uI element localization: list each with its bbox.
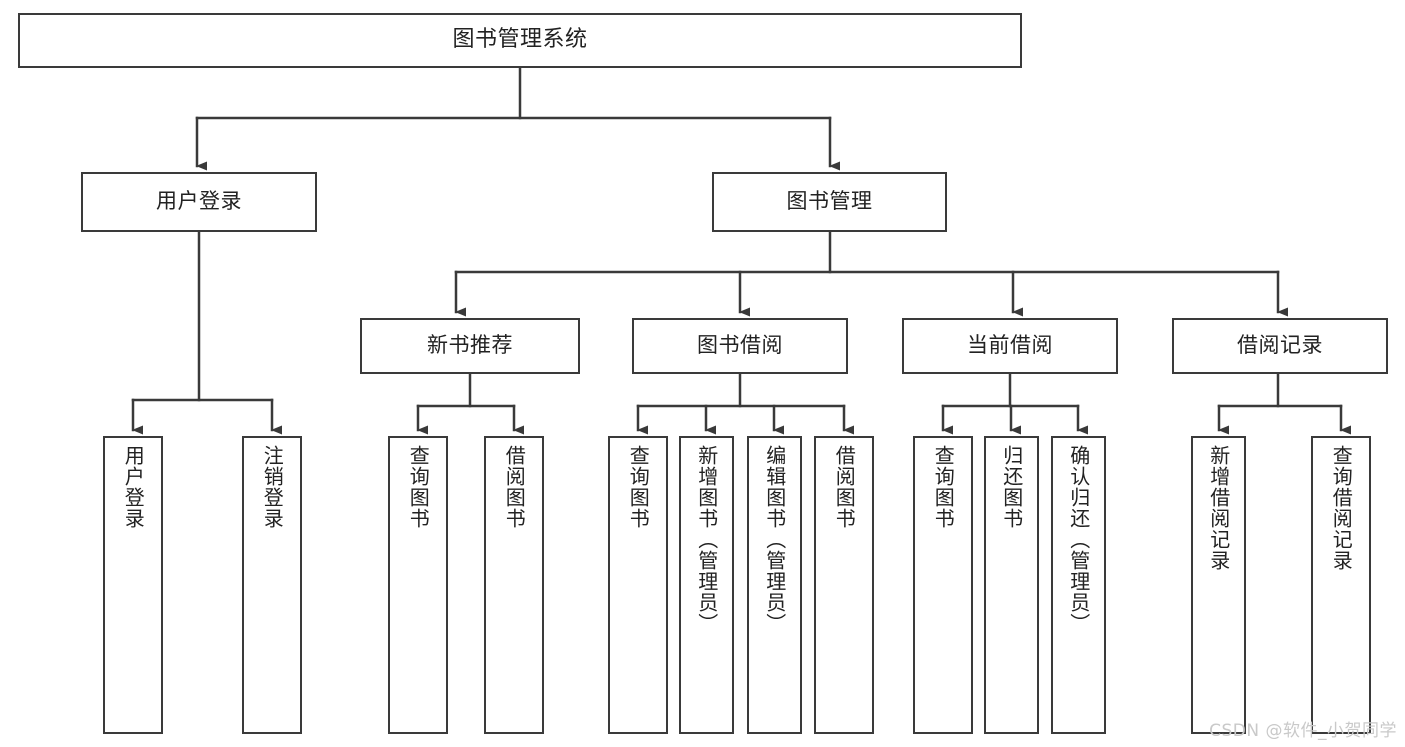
leaf-node-borrow-book-recommend[interactable]: 借阅图书 [484, 436, 544, 734]
node-label: 查询图书 [931, 445, 956, 529]
node-label: 新书推荐 [427, 333, 513, 358]
node-label: 用户登录 [156, 189, 242, 214]
node-book-management[interactable]: 图书管理 [712, 172, 947, 232]
node-label: 编辑图书（管理员） [762, 445, 787, 634]
node-label: 借阅记录 [1237, 333, 1323, 358]
node-label: 新增借阅记录 [1206, 445, 1231, 571]
node-label: 查询图书 [626, 445, 651, 529]
node-label: 借阅图书 [502, 445, 527, 529]
leaf-node-return-book[interactable]: 归还图书 [984, 436, 1039, 734]
node-label: 注销登录 [260, 445, 285, 529]
leaf-node-confirm-return-admin[interactable]: 确认归还（管理员） [1051, 436, 1106, 734]
leaf-node-logout[interactable]: 注销登录 [242, 436, 302, 734]
leaf-node-user-login[interactable]: 用户登录 [103, 436, 163, 734]
leaf-node-query-borrow-record[interactable]: 查询借阅记录 [1311, 436, 1371, 734]
leaf-node-add-borrow-record[interactable]: 新增借阅记录 [1191, 436, 1246, 734]
node-label: 用户登录 [121, 445, 146, 529]
node-label: 查询借阅记录 [1329, 445, 1354, 571]
node-current-borrow[interactable]: 当前借阅 [902, 318, 1118, 374]
leaf-node-query-book-borrow[interactable]: 查询图书 [608, 436, 668, 734]
leaf-node-query-book-current[interactable]: 查询图书 [913, 436, 973, 734]
node-borrow-record[interactable]: 借阅记录 [1172, 318, 1388, 374]
node-label: 归还图书 [999, 445, 1024, 529]
node-label: 当前借阅 [967, 333, 1053, 358]
leaf-node-add-book-admin[interactable]: 新增图书（管理员） [679, 436, 734, 734]
node-label: 确认归还（管理员） [1066, 445, 1091, 634]
node-root-system[interactable]: 图书管理系统 [18, 13, 1022, 68]
node-user-login[interactable]: 用户登录 [81, 172, 317, 232]
leaf-node-query-book-recommend[interactable]: 查询图书 [388, 436, 448, 734]
node-label: 借阅图书 [832, 445, 857, 529]
node-label: 新增图书（管理员） [694, 445, 719, 634]
node-label: 图书借阅 [697, 333, 783, 358]
watermark-text: CSDN @软件_小贺同学 [1209, 721, 1397, 741]
node-book-borrow[interactable]: 图书借阅 [632, 318, 848, 374]
node-new-book-recommend[interactable]: 新书推荐 [360, 318, 580, 374]
node-label: 查询图书 [406, 445, 431, 529]
node-label: 图书管理系统 [452, 27, 588, 53]
leaf-node-edit-book-admin[interactable]: 编辑图书（管理员） [747, 436, 802, 734]
leaf-node-borrow-book[interactable]: 借阅图书 [814, 436, 874, 734]
node-label: 图书管理 [786, 189, 873, 214]
